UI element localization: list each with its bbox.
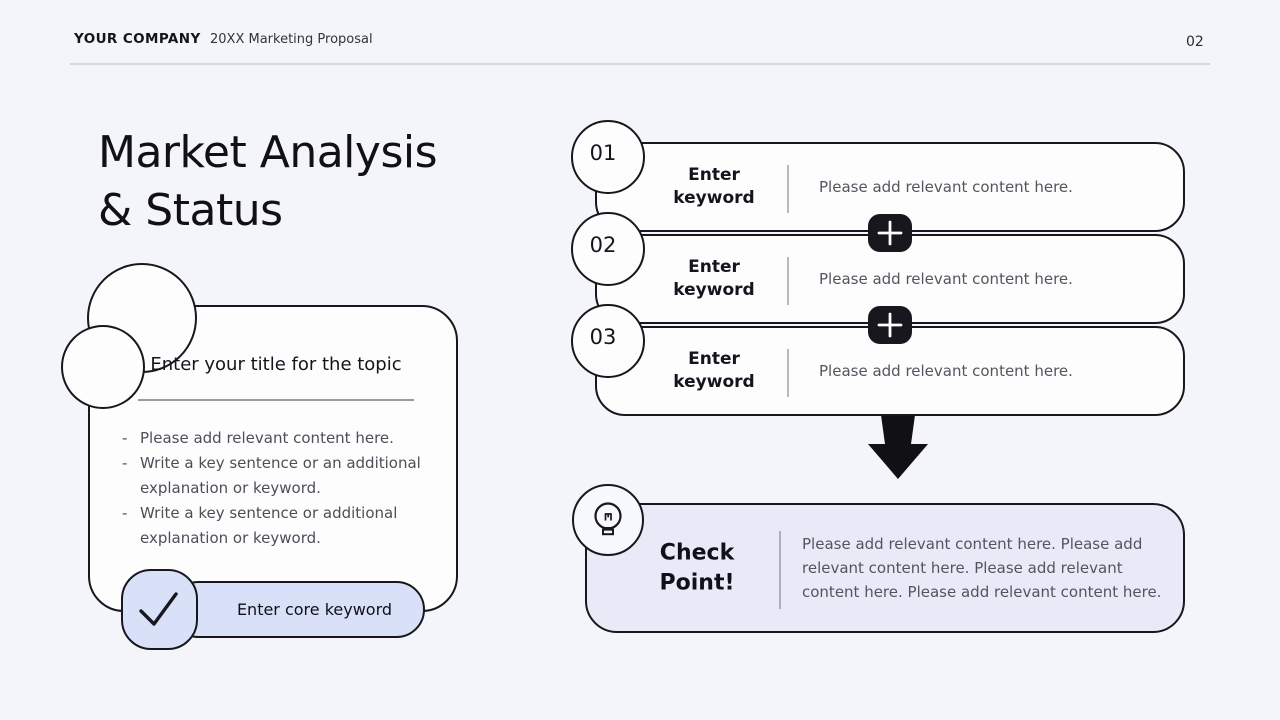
bullet-marker: -	[122, 454, 128, 472]
header-divider	[70, 63, 1210, 65]
plus-connector-1	[868, 214, 912, 252]
plus-icon	[877, 312, 903, 338]
check-icon	[139, 592, 178, 626]
check-point-label: Check Point!	[659, 540, 735, 595]
lightbulb-badge	[572, 484, 644, 556]
step-number: 02	[589, 233, 617, 257]
step-number-badge-2: 02	[571, 212, 645, 286]
bullet-item: - Please add relevant content here.	[122, 426, 434, 451]
page-number: 02	[1186, 34, 1204, 50]
topic-bullet-list: - Please add relevant content here. - Wr…	[122, 426, 434, 551]
row-content: Please add relevant content here.	[819, 270, 1073, 288]
bullet-marker: -	[122, 429, 128, 447]
check-point-card: Check Point! Please add relevant content…	[585, 503, 1185, 633]
down-arrow-icon	[868, 408, 928, 479]
bullet-text: Write a key sentence or an additional ex…	[140, 454, 421, 497]
title-line-1: Market Analysis	[98, 127, 438, 178]
keyword-label: Enter keyword	[673, 349, 755, 392]
bullet-text: Write a key sentence or additional expla…	[140, 504, 398, 547]
page-title: Market Analysis & Status	[98, 124, 538, 240]
check-point-content: Please add relevant content here. Please…	[802, 535, 1162, 601]
step-number-badge-3: 03	[571, 304, 645, 378]
topic-card-title: Enter your title for the topic	[150, 354, 402, 375]
check-point-divider	[779, 531, 781, 609]
plus-icon	[877, 220, 903, 246]
step-number-badge-1: 01	[571, 120, 645, 194]
core-keyword-pill: Enter core keyword	[170, 581, 425, 638]
company-name: YOUR COMPANY	[74, 31, 201, 47]
document-subtitle: 20XX Marketing Proposal	[210, 32, 373, 47]
bullet-marker: -	[122, 504, 128, 522]
topic-card-divider	[138, 399, 414, 401]
row-content: Please add relevant content here.	[819, 178, 1073, 196]
title-line-2: & Status	[98, 185, 283, 237]
bullet-text: Please add relevant content here.	[140, 429, 394, 447]
core-keyword-label: Enter core keyword	[236, 600, 393, 619]
lightbulb-icon	[594, 502, 622, 536]
row-divider	[787, 257, 789, 305]
step-number: 01	[589, 141, 617, 165]
cloud-bubble-small	[61, 325, 145, 409]
row-content: Please add relevant content here.	[819, 362, 1073, 380]
keyword-label: Enter keyword	[673, 257, 755, 300]
step-number: 03	[589, 325, 617, 349]
bullet-item: - Write a key sentence or additional exp…	[122, 501, 434, 551]
bullet-item: - Write a key sentence or an additional …	[122, 451, 434, 501]
keyword-label: Enter keyword	[673, 165, 755, 208]
row-divider	[787, 349, 789, 397]
row-divider	[787, 165, 789, 213]
plus-connector-2	[868, 306, 912, 344]
check-badge	[121, 569, 198, 650]
